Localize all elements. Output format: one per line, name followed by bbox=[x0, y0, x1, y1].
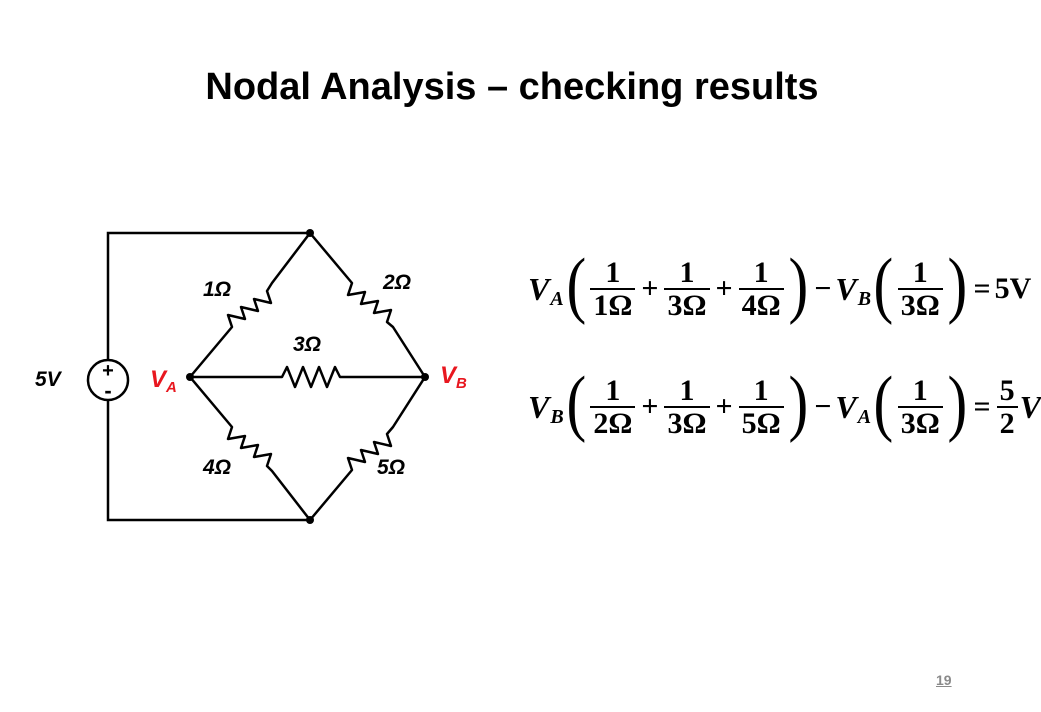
node-bottom-dot bbox=[306, 516, 314, 524]
node-b-label: VB bbox=[440, 362, 467, 392]
resistor-r3 bbox=[190, 365, 425, 389]
source-voltage-label: 5V bbox=[35, 368, 63, 391]
resistor-r1-label: 1Ω bbox=[203, 278, 231, 301]
source-minus-sign: - bbox=[104, 378, 111, 403]
eq1-rhs: 5V bbox=[994, 272, 1032, 305]
eq2-var2-sub: A bbox=[857, 405, 872, 428]
eq2-var1-sub: B bbox=[550, 405, 564, 428]
eq2-group2-rparen: ) bbox=[947, 362, 967, 444]
node-a-label-sub: A bbox=[165, 379, 177, 396]
slide-title: Nodal Analysis – checking results bbox=[205, 66, 819, 108]
eq1-var2: V bbox=[835, 270, 857, 307]
eq2-var2: V bbox=[835, 388, 857, 425]
eq1-group2-rparen: ) bbox=[947, 244, 967, 326]
eq2-rhs-den: 2 bbox=[996, 406, 1018, 440]
eq1-frac4-den: 3Ω bbox=[897, 288, 943, 322]
resistor-r3-label: 3Ω bbox=[293, 333, 321, 356]
eq2-plus2: + bbox=[715, 390, 733, 423]
node-b-label-sub: B bbox=[456, 375, 467, 392]
eq2-frac2-den: 3Ω bbox=[664, 406, 710, 440]
eq1-group2-lparen: ( bbox=[873, 244, 894, 326]
node-b-dot bbox=[421, 373, 429, 381]
eq1-frac3-den: 4Ω bbox=[738, 288, 784, 322]
eq2-plus1: + bbox=[641, 390, 659, 423]
eq1-var1: V bbox=[528, 270, 550, 307]
eq1-frac1-den: 1Ω bbox=[590, 288, 636, 322]
resistor-r4 bbox=[189, 376, 311, 521]
eq2-equals: = bbox=[973, 390, 991, 423]
resistor-r1 bbox=[189, 232, 311, 378]
eq1-minus: − bbox=[814, 272, 832, 305]
resistor-r5 bbox=[309, 376, 427, 521]
node-a-dot bbox=[186, 373, 194, 381]
eq1-plus1: + bbox=[641, 272, 659, 305]
node-a-label: VA bbox=[150, 366, 177, 396]
resistor-r2-label: 2Ω bbox=[382, 271, 411, 294]
eq2-group2-lparen: ( bbox=[873, 362, 894, 444]
eq1-var1-sub: A bbox=[550, 287, 564, 310]
node-top-dot bbox=[306, 229, 314, 237]
page-number: 19 bbox=[936, 672, 952, 688]
eq2-frac3-num: 1 bbox=[753, 373, 769, 407]
eq2-frac1-num: 1 bbox=[605, 373, 621, 407]
eq1-plus2: + bbox=[715, 272, 733, 305]
resistor-r4-label: 4Ω bbox=[202, 456, 231, 479]
eq2-minus: − bbox=[814, 390, 832, 423]
eq1-frac2-den: 3Ω bbox=[664, 288, 710, 322]
eq2-group1-lparen: ( bbox=[566, 362, 586, 444]
eq1-frac1-num: 1 bbox=[605, 255, 621, 289]
eq2-frac4-num: 1 bbox=[912, 373, 928, 407]
eq2-rhs-num: 5 bbox=[999, 373, 1015, 407]
eq1-equals: = bbox=[973, 272, 991, 305]
source-plus-sign: + bbox=[102, 360, 114, 382]
node-a-label-main: V bbox=[150, 366, 168, 393]
node-b-label-main: V bbox=[440, 362, 458, 389]
voltage-source bbox=[86, 358, 130, 402]
eq2-frac1-den: 2Ω bbox=[590, 406, 636, 440]
resistor-r5-label: 5Ω bbox=[377, 456, 405, 479]
eq1-group1-lparen: ( bbox=[566, 244, 586, 326]
bridge-circuit-diagram: + - 5V 1Ω 2Ω 3Ω 4Ω 5Ω VA VB bbox=[35, 229, 467, 524]
eq1-frac3-num: 1 bbox=[753, 255, 769, 289]
eq2-group1-rparen: ) bbox=[788, 362, 808, 444]
bottom-wire bbox=[106, 400, 310, 522]
eq2-frac3-den: 5Ω bbox=[738, 406, 784, 440]
eq1-var2-sub: B bbox=[857, 287, 872, 310]
eq2-rhs-unit: V bbox=[1019, 388, 1041, 425]
eq2-frac2-num: 1 bbox=[679, 373, 695, 407]
eq1-frac2-num: 1 bbox=[679, 255, 695, 289]
eq2-frac4-den: 3Ω bbox=[897, 406, 943, 440]
eq1-group1-rparen: ) bbox=[788, 244, 808, 326]
eq2-var1: V bbox=[528, 388, 550, 425]
top-wire bbox=[106, 231, 310, 360]
resistor-r2 bbox=[309, 232, 427, 378]
eq1-frac4-num: 1 bbox=[912, 255, 928, 289]
